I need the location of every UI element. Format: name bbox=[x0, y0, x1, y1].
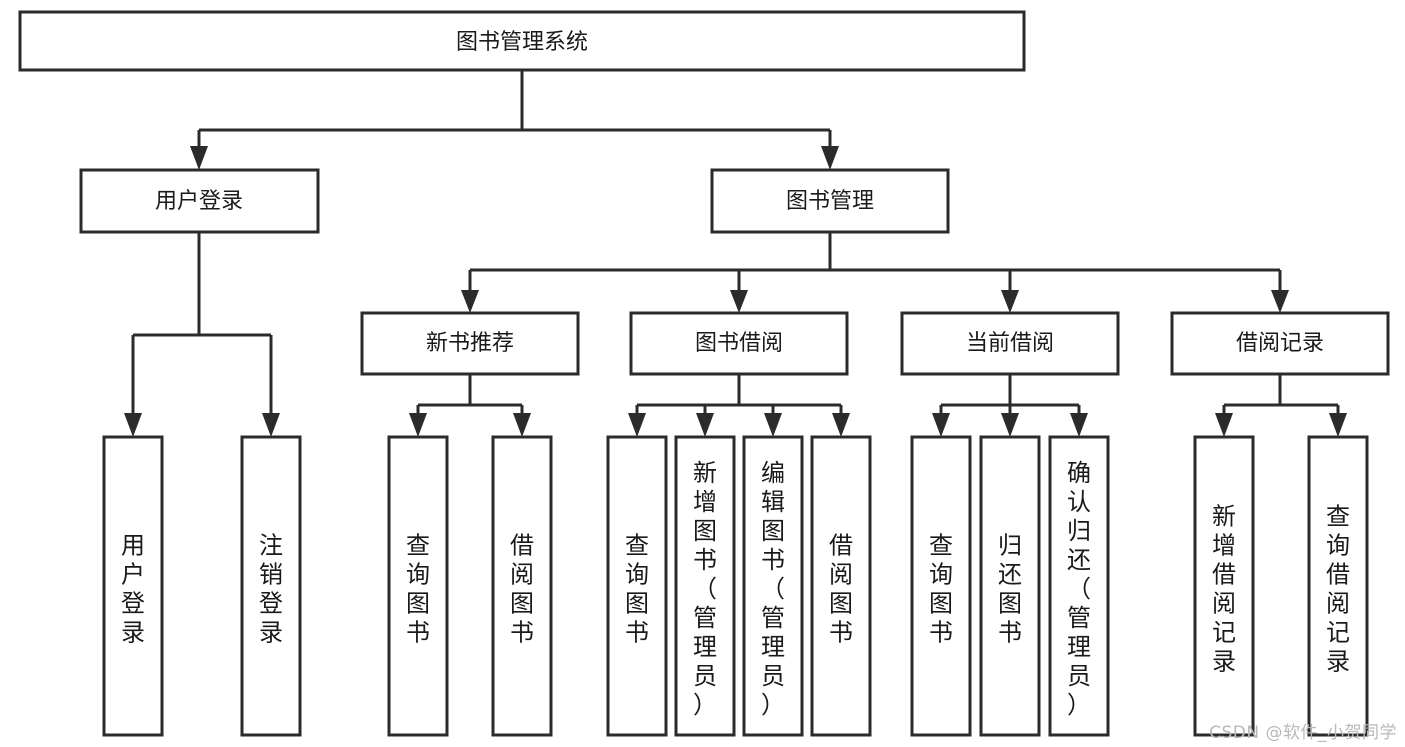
leaf-confirm-return[interactable]: 确认归还（管理员） bbox=[1048, 435, 1110, 737]
connectors-book-borrow-to-leaves bbox=[628, 374, 850, 437]
node-user-login-box bbox=[79, 168, 320, 234]
arrow-leaf-borrow-book-2 bbox=[832, 413, 850, 437]
leaf-query-book-recommend-label: 查询图书 bbox=[406, 532, 430, 647]
leaf-return-book[interactable]: 归还图书 bbox=[979, 435, 1041, 737]
node-book-borrow-box bbox=[629, 311, 849, 376]
node-book-management-box bbox=[710, 168, 950, 234]
arrow-current-borrow bbox=[1001, 290, 1019, 313]
leaf-add-borrow-record-label: 新增借阅记录 bbox=[1212, 503, 1236, 676]
node-borrow-record[interactable]: 借阅记录 bbox=[1170, 311, 1390, 376]
leaf-return-book-label: 归还图书 bbox=[998, 532, 1022, 647]
arrow-borrow-record bbox=[1271, 290, 1289, 313]
connectors-borrow-record-to-leaves bbox=[1215, 374, 1347, 437]
leaf-add-book-label: 新增图书（管理员） bbox=[693, 459, 717, 719]
leaf-borrow-book-label: 借阅图书 bbox=[829, 532, 853, 647]
leaf-query-borrow-record-label: 查询借阅记录 bbox=[1326, 503, 1350, 676]
arrow-book-management bbox=[821, 146, 839, 170]
node-root-label: 图书管理系统 bbox=[456, 30, 588, 55]
node-new-book-recommend[interactable]: 新书推荐 bbox=[360, 311, 580, 376]
leaf-query-book-current-box bbox=[910, 435, 972, 737]
arrow-leaf-logout bbox=[262, 413, 280, 437]
node-current-borrow-label: 当前借阅 bbox=[966, 331, 1054, 356]
leaf-user-login-label: 用户登录 bbox=[121, 532, 145, 647]
arrow-new-book-recommend bbox=[461, 290, 479, 313]
connectors-user-login-to-leaves bbox=[124, 232, 280, 437]
node-borrow-record-box bbox=[1170, 311, 1390, 376]
node-current-borrow[interactable]: 当前借阅 bbox=[900, 311, 1120, 376]
node-book-borrow-label: 图书借阅 bbox=[695, 331, 783, 356]
leaf-query-borrow-record-box bbox=[1307, 435, 1369, 737]
leaf-query-book-current-label: 查询图书 bbox=[929, 532, 953, 647]
leaf-edit-book-label: 编辑图书（管理员） bbox=[761, 459, 785, 719]
arrow-leaf-confirm-return bbox=[1070, 413, 1088, 437]
node-book-management-label: 图书管理 bbox=[786, 189, 874, 214]
arrow-leaf-query-book-2 bbox=[628, 413, 646, 437]
leaf-confirm-return-label: 确认归还（管理员） bbox=[1067, 459, 1091, 719]
arrow-leaf-return-book bbox=[1001, 413, 1019, 437]
leaf-edit-book-box bbox=[742, 435, 804, 737]
arrow-leaf-borrow-book-1 bbox=[513, 413, 531, 437]
arrow-leaf-query-record bbox=[1329, 413, 1347, 437]
arrow-leaf-query-book-3 bbox=[932, 413, 950, 437]
leaf-user-login[interactable]: 用户登录 bbox=[102, 435, 164, 737]
leaf-query-book-recommend[interactable]: 查询图书 bbox=[387, 435, 449, 737]
leaf-borrow-book-recommend-label: 借阅图书 bbox=[510, 532, 534, 647]
leaf-confirm-return-box bbox=[1048, 435, 1110, 737]
arrow-user-login bbox=[190, 146, 208, 170]
leaf-return-book-box bbox=[979, 435, 1041, 737]
leaf-borrow-book-box bbox=[810, 435, 872, 737]
arrow-leaf-query-book-1 bbox=[409, 413, 427, 437]
leaf-add-book[interactable]: 新增图书（管理员） bbox=[674, 435, 736, 737]
leaf-query-book-current[interactable]: 查询图书 bbox=[910, 435, 972, 737]
leaf-user-login-box bbox=[102, 435, 164, 737]
node-book-borrow[interactable]: 图书借阅 bbox=[629, 311, 849, 376]
connectors-root-to-level2 bbox=[190, 70, 839, 170]
leaf-query-borrow-record[interactable]: 查询借阅记录 bbox=[1307, 435, 1369, 737]
arrow-book-borrow bbox=[730, 290, 748, 313]
arrow-leaf-edit-book bbox=[764, 413, 782, 437]
leaf-query-book-recommend-box bbox=[387, 435, 449, 737]
node-user-login-label: 用户登录 bbox=[155, 189, 243, 214]
connectors-current-borrow-to-leaves bbox=[932, 374, 1088, 437]
node-borrow-record-label: 借阅记录 bbox=[1236, 331, 1324, 356]
arrow-leaf-add-record bbox=[1215, 413, 1233, 437]
leaf-edit-book[interactable]: 编辑图书（管理员） bbox=[742, 435, 804, 737]
node-new-book-recommend-box bbox=[360, 311, 580, 376]
leaf-borrow-book-recommend[interactable]: 借阅图书 bbox=[491, 435, 553, 737]
leaf-query-book-borrow[interactable]: 查询图书 bbox=[606, 435, 668, 737]
arrow-leaf-user-login bbox=[124, 413, 142, 437]
csdn-watermark: CSDN @软件_小贺同学 bbox=[1209, 723, 1397, 743]
leaf-add-borrow-record-box bbox=[1193, 435, 1255, 737]
connectors-new-book-to-leaves bbox=[409, 374, 531, 437]
leaf-borrow-book-recommend-box bbox=[491, 435, 553, 737]
leaf-add-borrow-record[interactable]: 新增借阅记录 bbox=[1193, 435, 1255, 737]
leaf-logout-box bbox=[240, 435, 302, 737]
node-user-login[interactable]: 用户登录 bbox=[79, 168, 320, 234]
node-current-borrow-box bbox=[900, 311, 1120, 376]
arrow-leaf-add-book bbox=[696, 413, 714, 437]
node-book-management[interactable]: 图书管理 bbox=[710, 168, 950, 234]
leaf-add-book-box bbox=[674, 435, 736, 737]
leaf-borrow-book[interactable]: 借阅图书 bbox=[810, 435, 872, 737]
leaf-query-book-borrow-label: 查询图书 bbox=[625, 532, 649, 647]
leaf-logout[interactable]: 注销登录 bbox=[240, 435, 302, 737]
leaf-query-book-borrow-box bbox=[606, 435, 668, 737]
node-new-book-recommend-label: 新书推荐 bbox=[426, 331, 514, 356]
leaf-logout-label: 注销登录 bbox=[259, 532, 283, 647]
connectors-book-mgmt-to-level3 bbox=[461, 232, 1289, 313]
node-root-box bbox=[18, 10, 1026, 72]
node-root-book-management-system[interactable]: 图书管理系统 bbox=[18, 10, 1026, 72]
